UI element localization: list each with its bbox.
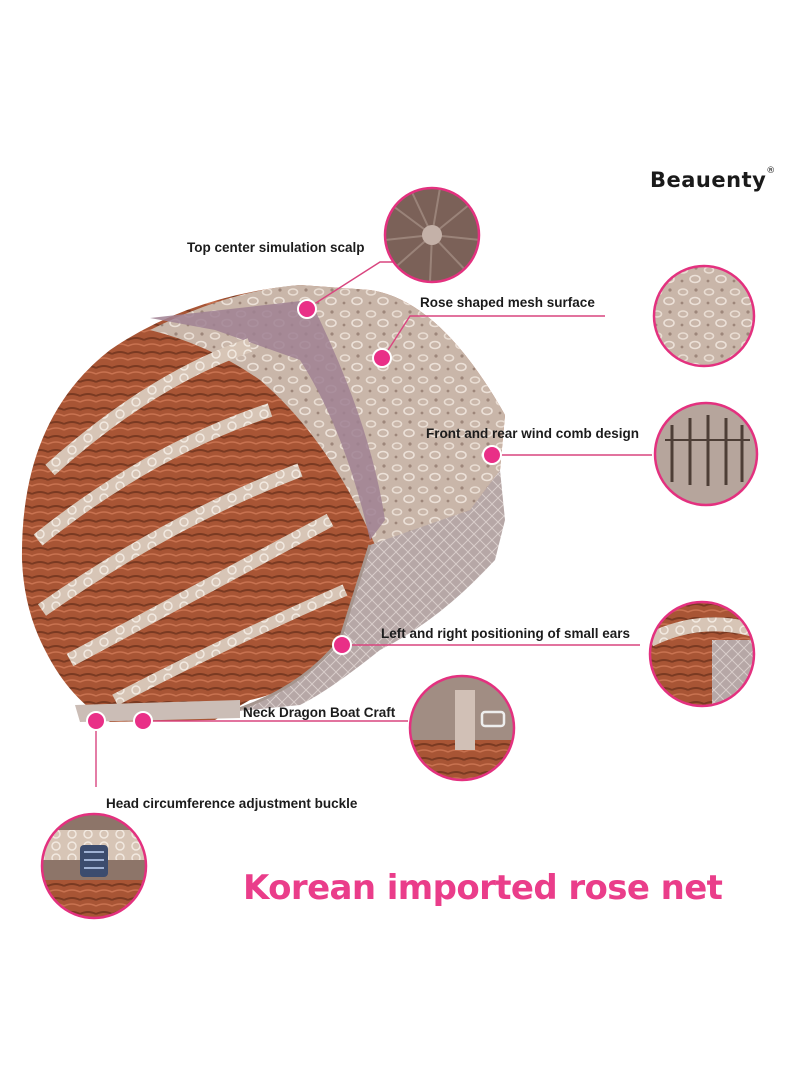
registered-mark: ® [766, 166, 776, 176]
dot-neck-boat [133, 711, 153, 731]
brand-logo: Beauenty® [650, 166, 776, 192]
label-small-ears: Left and right positioning of small ears [381, 626, 631, 641]
callout-dots [86, 299, 502, 731]
headline: Korean imported rose net [243, 868, 723, 908]
detail-circle-wind-comb [653, 401, 759, 507]
label-neck-boat: Neck Dragon Boat Craft [243, 705, 396, 720]
label-rose-mesh: Rose shaped mesh surface [420, 295, 595, 310]
callout-lines [95, 261, 652, 787]
brand-name: Beauenty [650, 168, 767, 192]
label-top-center: Top center simulation scalp [187, 240, 365, 255]
dot-buckle [86, 711, 106, 731]
dot-top-center [297, 299, 317, 319]
dot-small-ears [332, 635, 352, 655]
label-wind-comb: Front and rear wind comb design [426, 426, 640, 441]
label-buckle: Head circumference adjustment buckle [106, 796, 358, 811]
detail-circle-buckle [40, 812, 148, 920]
detail-circle-rose-mesh [652, 264, 756, 368]
wig-cap [21, 285, 506, 722]
dot-rose-mesh [372, 348, 392, 368]
dot-wind-comb [482, 445, 502, 465]
detail-circle-neck-boat [408, 674, 516, 782]
detail-circle-small-ears [648, 600, 756, 708]
detail-circle-top-center [383, 186, 481, 284]
